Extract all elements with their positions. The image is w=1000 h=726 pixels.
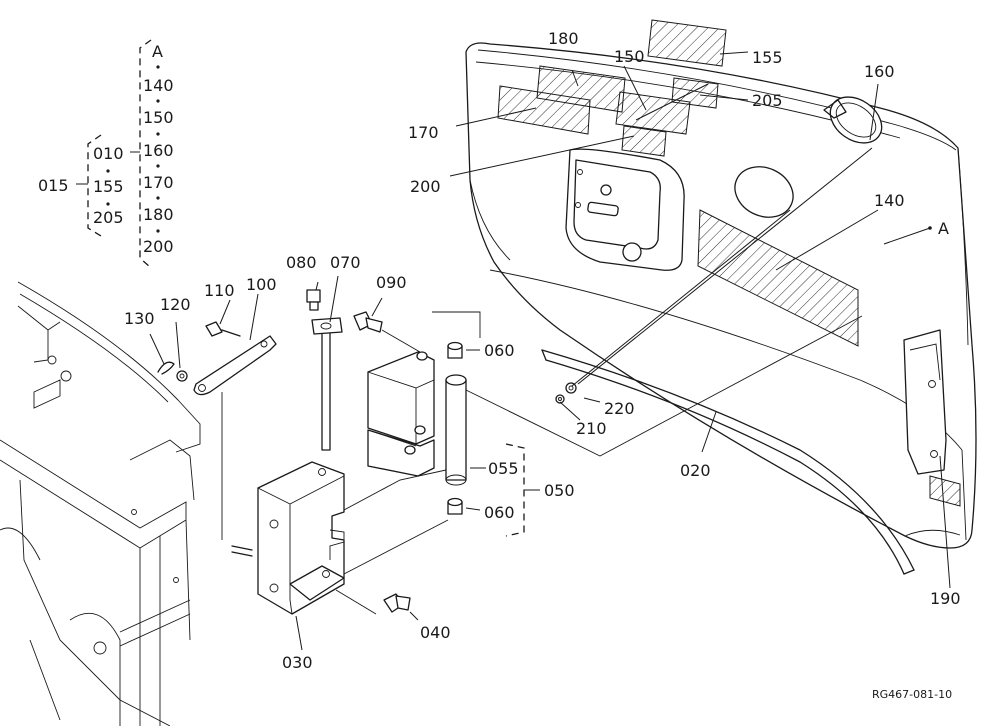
latch-housing [565, 148, 685, 271]
callout-160: 160 [864, 62, 895, 81]
callout-130: 130 [124, 309, 155, 328]
legend-010: 010 [93, 144, 124, 163]
legend-160: 160 [143, 141, 174, 160]
label-205 [671, 77, 719, 109]
label-200 [621, 125, 667, 157]
hinge-assembly [157, 289, 467, 615]
legend-140: 140 [143, 76, 174, 95]
legend-150: 150 [143, 108, 174, 127]
callout-100: 100 [246, 275, 277, 294]
callout-a: A [938, 219, 949, 238]
callout-180: 180 [548, 29, 579, 48]
callout-150: 150 [614, 47, 645, 66]
callout-140: 140 [874, 191, 905, 210]
callout-190: 190 [930, 589, 961, 608]
callout-040: 040 [420, 623, 451, 642]
callout-055: 055 [488, 459, 519, 478]
legend-015: 015 [38, 176, 69, 195]
callout-030: 030 [282, 653, 313, 672]
callout-060-top: 060 [484, 341, 515, 360]
legend-205: 205 [93, 208, 124, 227]
label-155 [647, 19, 727, 67]
legend-200: 200 [143, 237, 174, 256]
callout-numbers: 180 150 155 160 205 170 200 140 A 080 07… [124, 29, 961, 672]
callout-070: 070 [330, 253, 361, 272]
emblem-160 [823, 96, 883, 144]
legend-180: 180 [143, 205, 174, 224]
drawing-code: RG467-081-10 [872, 688, 952, 701]
machine-frame [0, 281, 201, 726]
washers [555, 382, 577, 404]
callout-220: 220 [604, 399, 635, 418]
seal-strip [541, 349, 915, 575]
front-cover-panel [465, 19, 977, 549]
callout-120: 120 [160, 295, 191, 314]
callout-200: 200 [410, 177, 441, 196]
callout-020: 020 [680, 461, 711, 480]
label-190 [929, 475, 961, 507]
oval-opening [734, 166, 794, 218]
callout-090: 090 [376, 273, 407, 292]
callout-080: 080 [286, 253, 317, 272]
callout-170: 170 [408, 123, 439, 142]
legend-155: 155 [93, 177, 124, 196]
callout-050: 050 [544, 481, 575, 500]
leader-lines [149, 51, 951, 651]
callout-110: 110 [204, 281, 235, 300]
callout-060-bottom: 060 [484, 503, 515, 522]
legend-tree: A 140 150 160 170 180 200 010 155 205 01… [38, 39, 174, 269]
callout-205: 205 [752, 91, 783, 110]
label-140 [697, 209, 859, 347]
panel-side-bracket [903, 329, 947, 475]
callout-155: 155 [752, 48, 783, 67]
hatched-labels [497, 19, 961, 507]
legend-170: 170 [143, 173, 174, 192]
legend-a: A [152, 42, 163, 61]
callout-210: 210 [576, 419, 607, 438]
